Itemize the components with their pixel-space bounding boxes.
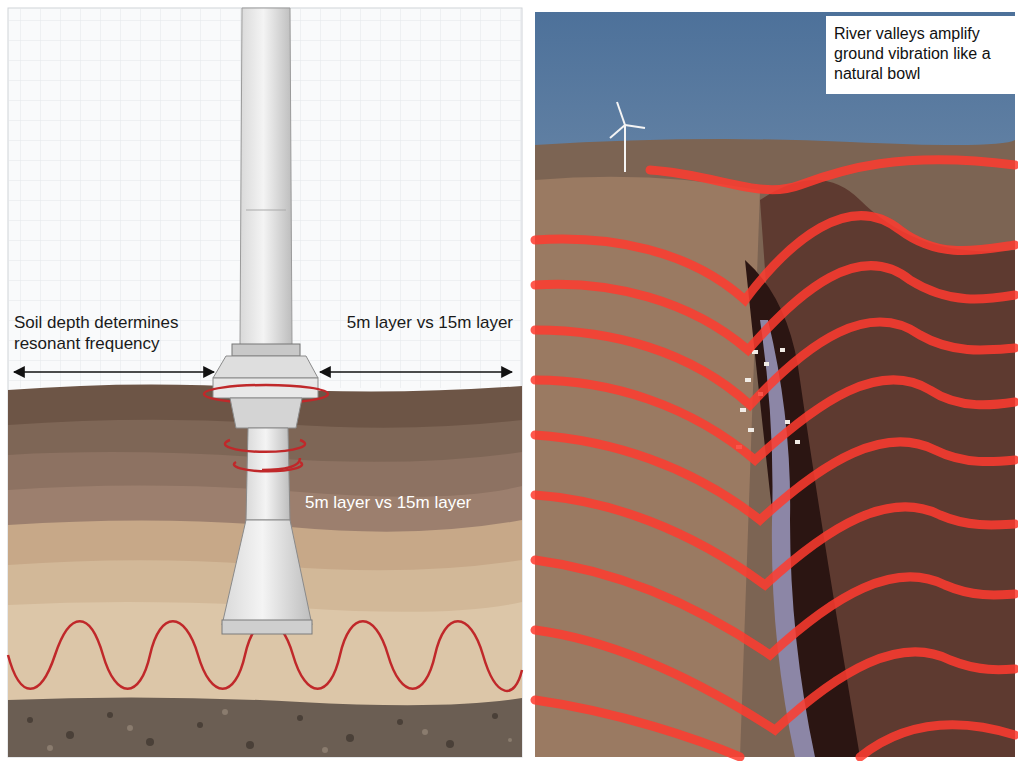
- art-shape: [508, 738, 512, 742]
- art-shape: [748, 428, 754, 432]
- art-shape: [422, 729, 428, 735]
- dimension-label: 5m layer vs 15m layer: [345, 312, 513, 333]
- art-shape: [127, 725, 133, 731]
- art-shape: [397, 719, 403, 725]
- art-shape: [780, 348, 785, 352]
- art-shape: [222, 520, 312, 625]
- art-shape: [535, 700, 740, 757]
- art-shape: [8, 602, 522, 757]
- art-shape: [535, 177, 760, 757]
- art-shape: [535, 560, 1015, 655]
- art-shape: [795, 440, 800, 444]
- art-shape: [764, 362, 769, 366]
- dimension-label: Soil depth determines resonant frequency: [14, 312, 219, 354]
- art-shape: [650, 160, 1015, 190]
- art-shape: [446, 740, 454, 748]
- art-shape: [8, 8, 522, 757]
- art-shape: [8, 384, 522, 757]
- art-shape: [610, 125, 625, 138]
- art-shape: [8, 485, 522, 757]
- art-shape: [27, 717, 33, 723]
- art-shape: [322, 747, 328, 753]
- art-shape: [66, 731, 74, 739]
- art-shape: [222, 709, 228, 715]
- art-shape: [740, 408, 746, 412]
- art-shape: [745, 378, 751, 382]
- art-shape: [246, 741, 254, 749]
- callout-text: River valleys amplify ground vibration l…: [834, 24, 1007, 84]
- art-shape: [320, 371, 512, 373]
- art-shape: [246, 210, 286, 211]
- art-shape: [246, 428, 290, 520]
- art-shape: [107, 712, 113, 718]
- art-shape: [346, 734, 354, 742]
- art-shape: [8, 420, 522, 757]
- art-shape: [222, 620, 312, 634]
- art-shape: [47, 709, 512, 753]
- art-shape: [8, 8, 522, 388]
- art-shape: [297, 715, 303, 721]
- art-shape: [860, 725, 1015, 757]
- layer-label: 5m layer vs 15m layer: [305, 492, 517, 513]
- art-shape: [617, 102, 625, 125]
- art-shape: [785, 420, 790, 424]
- art-shape: [232, 344, 300, 356]
- art-shape: [535, 139, 1015, 757]
- art-shape: [625, 125, 645, 128]
- art-shape: [8, 520, 522, 757]
- art-shape: [197, 722, 203, 728]
- art-shape: [262, 458, 300, 470]
- art-shape: [230, 398, 302, 428]
- art-shape: [213, 356, 318, 378]
- art-shape: [240, 8, 292, 345]
- art-shape: [535, 12, 1015, 757]
- small-turbine: [610, 102, 645, 172]
- art-shape: [27, 712, 498, 749]
- right-panel: [535, 12, 1015, 757]
- art-shape: [225, 440, 305, 452]
- art-shape: [492, 713, 498, 719]
- art-shape: [146, 738, 154, 746]
- art-shape: [14, 371, 214, 373]
- art-shape: [535, 160, 1015, 757]
- art-shape: [8, 697, 522, 757]
- art-shape: [624, 125, 626, 172]
- left-panel: [8, 8, 522, 757]
- art-shape: [47, 745, 53, 751]
- callout-box: River valleys amplify ground vibration l…: [826, 16, 1015, 94]
